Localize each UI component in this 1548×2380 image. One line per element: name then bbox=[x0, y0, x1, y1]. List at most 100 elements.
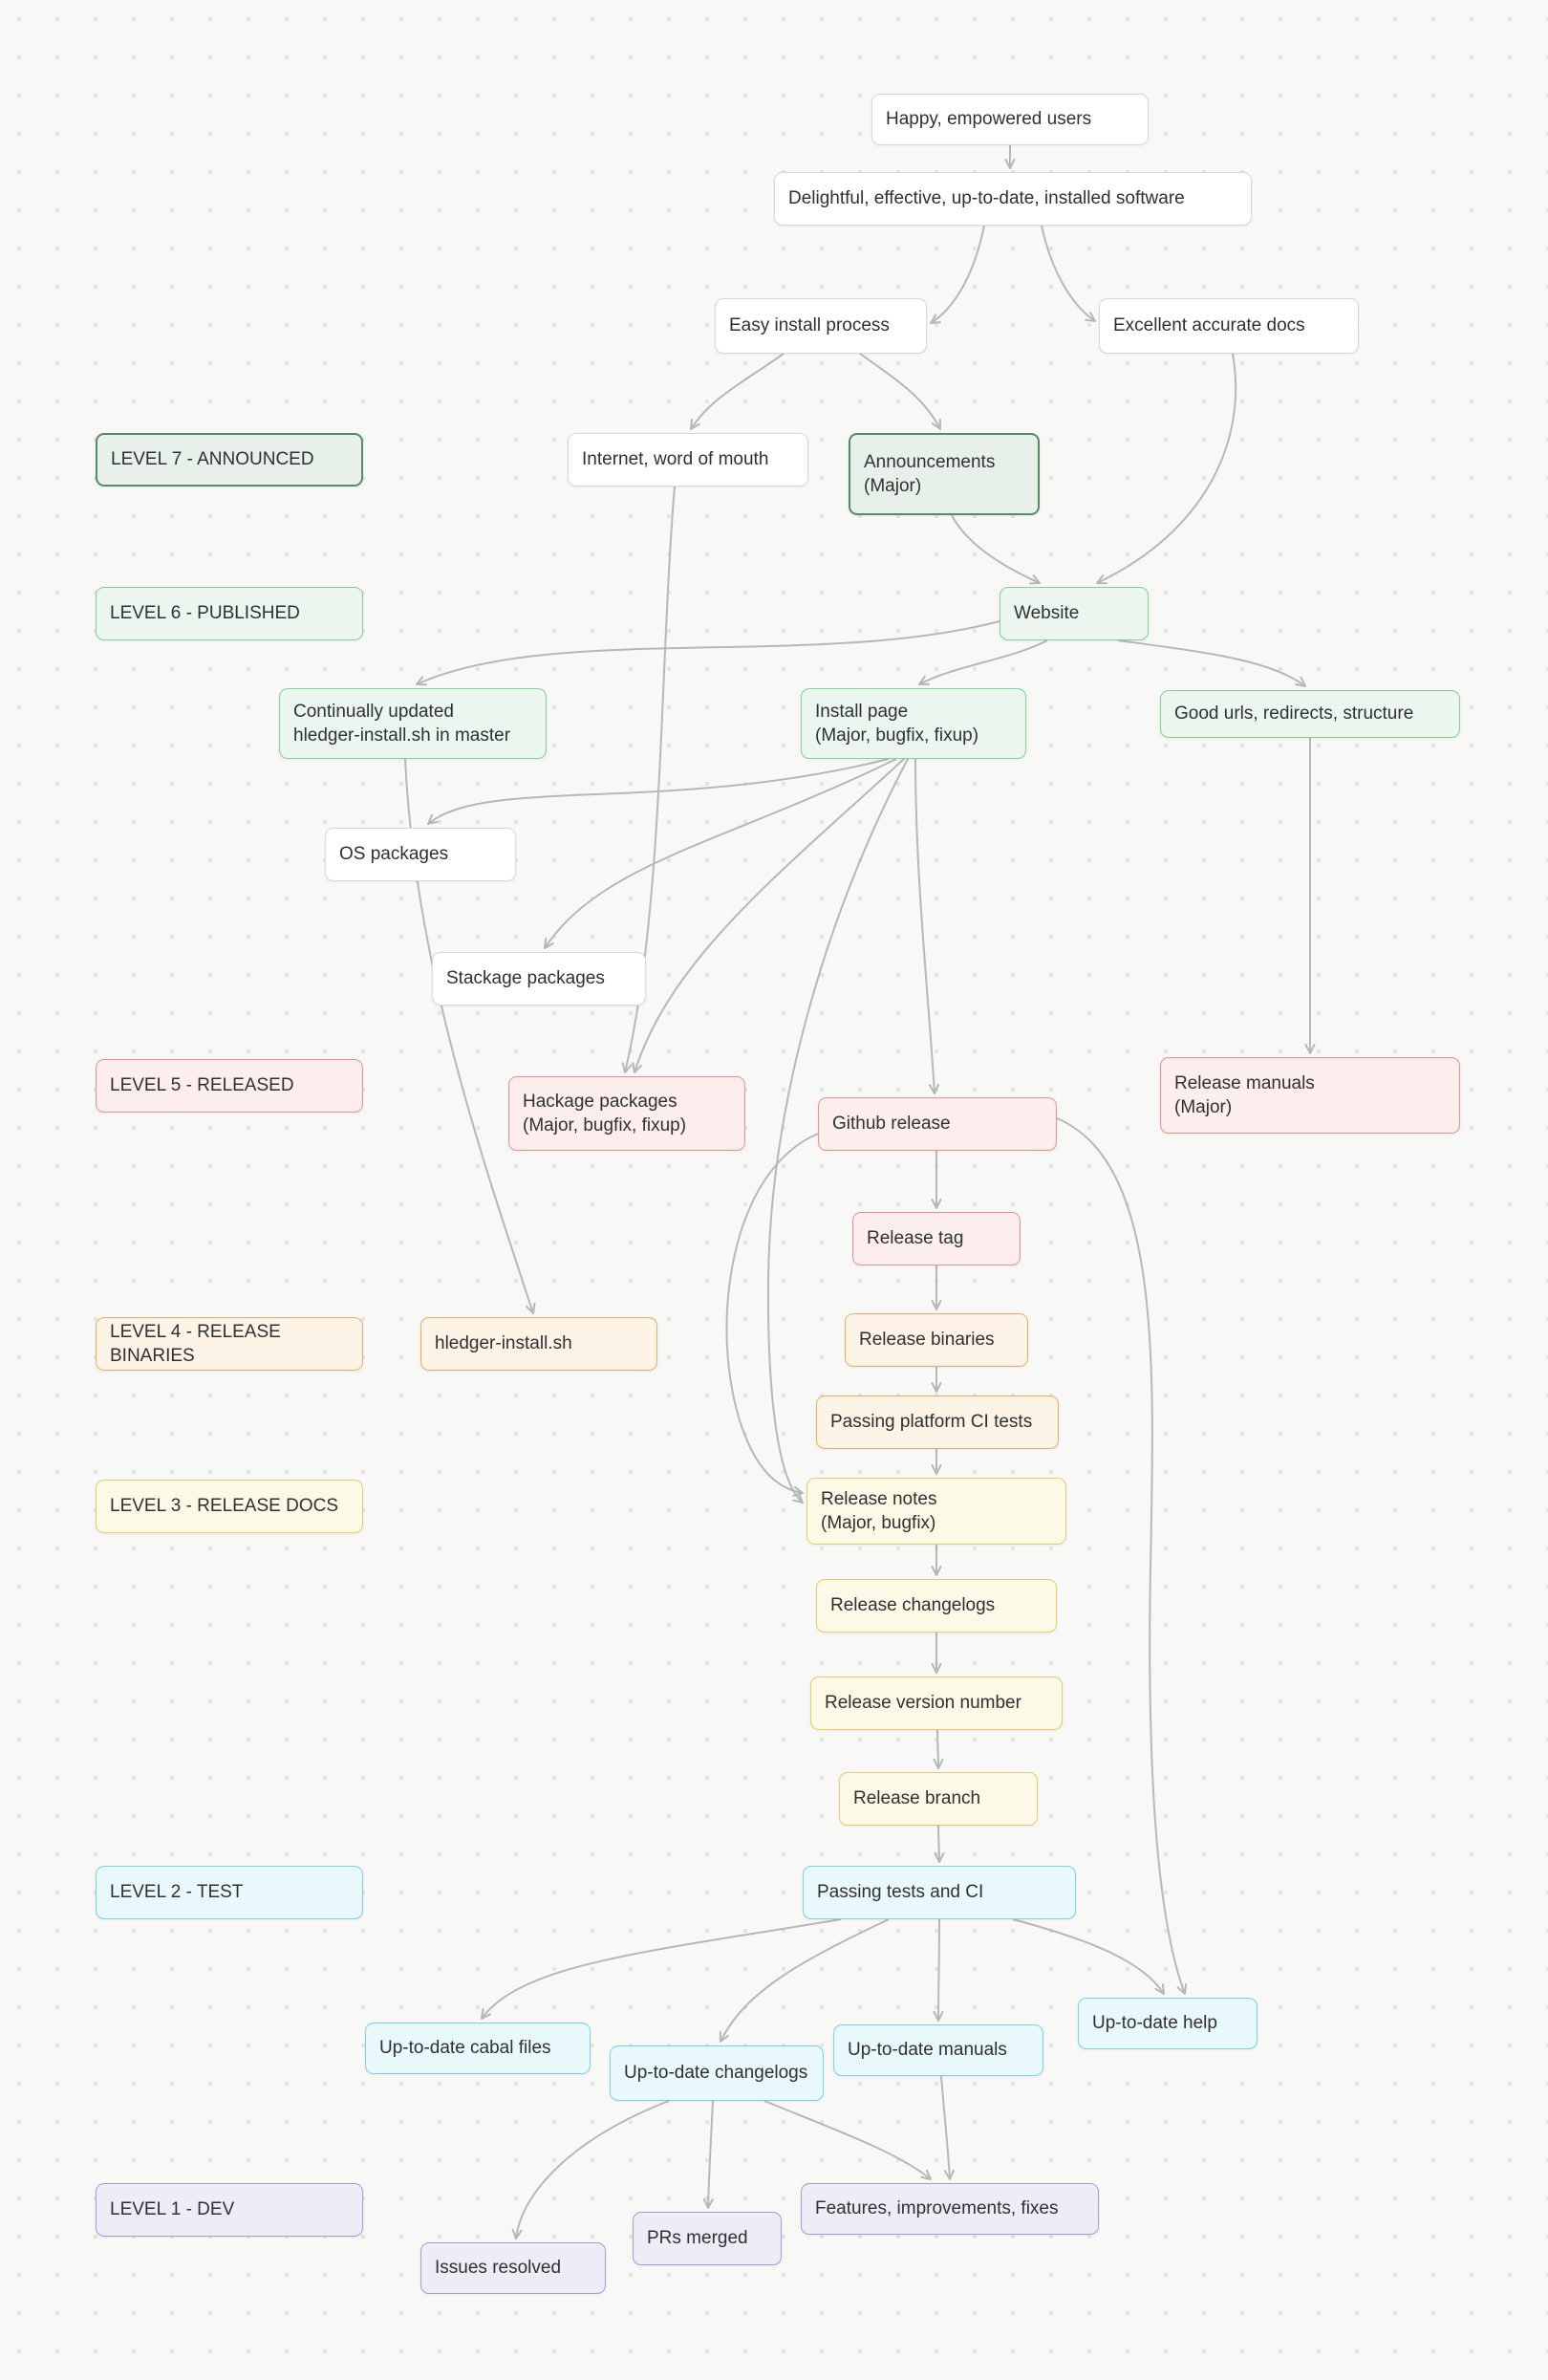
node-excellent-accurate-docs: Excellent accurate docs bbox=[1099, 298, 1359, 354]
node-label: Up-to-date help bbox=[1092, 2013, 1217, 2034]
node-features-improvements-fixes: Features, improvements, fixes bbox=[801, 2183, 1099, 2235]
node-github-release: Github release bbox=[818, 1097, 1057, 1151]
node-label: Release version number bbox=[825, 1693, 1021, 1714]
node-good-urls: Good urls, redirects, structure bbox=[1160, 690, 1460, 738]
level-label: LEVEL 2 - TEST bbox=[110, 1882, 244, 1903]
node-label: OS packages bbox=[339, 844, 449, 865]
edge-github-release-to-release-notes bbox=[725, 1133, 819, 1497]
node-label: Release changelogs bbox=[830, 1595, 996, 1616]
node-website: Website bbox=[1000, 587, 1149, 640]
level-label: LEVEL 5 - RELEASED bbox=[110, 1075, 294, 1096]
edge-passing-tests-ci-to-up-to-date-manuals bbox=[933, 1918, 944, 2022]
node-delightful-software: Delightful, effective, up-to-date, insta… bbox=[774, 172, 1252, 226]
level-label: LEVEL 6 - PUBLISHED bbox=[110, 603, 300, 624]
node-label: Internet, word of mouth bbox=[582, 449, 769, 470]
node-up-to-date-help: Up-to-date help bbox=[1078, 1998, 1258, 2049]
edge-up-to-date-changelogs-to-prs-merged bbox=[702, 2100, 714, 2209]
node-prs-merged: PRs merged bbox=[633, 2212, 782, 2265]
node-release-tag: Release tag bbox=[852, 1212, 1021, 1266]
node-happy-users: Happy, empowered users bbox=[871, 94, 1149, 145]
node-issues-resolved: Issues resolved bbox=[420, 2242, 606, 2294]
node-label: Passing platform CI tests bbox=[830, 1412, 1033, 1433]
node-release-notes: Release notes (Major, bugfix) bbox=[806, 1478, 1066, 1545]
node-label: Good urls, redirects, structure bbox=[1174, 703, 1414, 725]
edge-delightful-software-to-excellent-accurate-docs bbox=[1041, 225, 1096, 322]
node-label: Install page (Major, bugfix, fixup) bbox=[815, 701, 979, 746]
edge-install-page-to-stackage-packages bbox=[544, 758, 897, 949]
node-label: Up-to-date changelogs bbox=[624, 2063, 808, 2084]
level-label-6-published: LEVEL 6 - PUBLISHED bbox=[96, 587, 363, 640]
edge-up-to-date-changelogs-to-features-improvements-fixes bbox=[763, 2100, 932, 2180]
node-passing-platform-ci: Passing platform CI tests bbox=[816, 1396, 1059, 1449]
level-label: LEVEL 3 - RELEASE DOCS bbox=[110, 1496, 339, 1517]
edge-delightful-software-to-easy-install-process bbox=[930, 225, 985, 324]
node-release-version-number: Release version number bbox=[810, 1677, 1063, 1730]
node-release-binaries: Release binaries bbox=[845, 1313, 1028, 1367]
edge-install-page-to-github-release bbox=[914, 758, 939, 1094]
node-release-changelogs: Release changelogs bbox=[816, 1579, 1057, 1633]
level-label: LEVEL 1 - DEV bbox=[110, 2199, 235, 2220]
level-label: LEVEL 7 - ANNOUNCED bbox=[111, 449, 314, 470]
edge-install-page-to-hackage-packages bbox=[632, 758, 905, 1073]
level-label-5-released: LEVEL 5 - RELEASED bbox=[96, 1059, 363, 1113]
level-label-4-release-binaries: LEVEL 4 - RELEASE BINARIES bbox=[96, 1317, 363, 1371]
node-announcements: Announcements (Major) bbox=[849, 433, 1040, 515]
node-up-to-date-manuals: Up-to-date manuals bbox=[833, 2024, 1043, 2076]
node-label: Passing tests and CI bbox=[817, 1882, 984, 1903]
level-label-1-dev: LEVEL 1 - DEV bbox=[96, 2183, 363, 2237]
edge-easy-install-process-to-internet-word-of-mouth bbox=[690, 353, 785, 430]
level-label-7-announced: LEVEL 7 - ANNOUNCED bbox=[96, 433, 363, 487]
node-label: Issues resolved bbox=[435, 2258, 562, 2279]
node-label: PRs merged bbox=[647, 2228, 748, 2249]
node-easy-install-process: Easy install process bbox=[715, 298, 927, 354]
edge-passing-tests-ci-to-up-to-date-help bbox=[1012, 1918, 1165, 1995]
edge-release-version-number-to-release-branch bbox=[933, 1729, 944, 1769]
node-label: Website bbox=[1014, 603, 1080, 624]
node-label: Announcements (Major) bbox=[864, 451, 996, 496]
node-label: Hackage packages (Major, bugfix, fixup) bbox=[523, 1091, 687, 1136]
node-label: Release notes (Major, bugfix) bbox=[821, 1488, 937, 1533]
node-label: Happy, empowered users bbox=[886, 109, 1092, 130]
level-label-3-release-docs: LEVEL 3 - RELEASE DOCS bbox=[96, 1480, 363, 1533]
edge-website-to-good-urls bbox=[1117, 639, 1306, 687]
node-stackage-packages: Stackage packages bbox=[432, 952, 646, 1006]
edge-website-to-install-page bbox=[918, 639, 1048, 685]
level-label: LEVEL 4 - RELEASE BINARIES bbox=[110, 1321, 281, 1366]
edge-up-to-date-manuals-to-features-improvements-fixes bbox=[940, 2075, 955, 2180]
level-label-2-test: LEVEL 2 - TEST bbox=[96, 1866, 363, 1919]
edge-easy-install-process-to-announcements bbox=[859, 353, 941, 430]
node-hledger-install-sh: hledger-install.sh bbox=[420, 1317, 657, 1371]
node-label: Continually updated hledger-install.sh i… bbox=[293, 701, 511, 746]
edge-passing-tests-ci-to-up-to-date-changelogs bbox=[719, 1918, 890, 2043]
node-label: Up-to-date manuals bbox=[848, 2040, 1007, 2061]
edge-passing-tests-ci-to-up-to-date-cabal-files bbox=[481, 1918, 842, 2020]
node-continually-updated-install: Continually updated hledger-install.sh i… bbox=[279, 688, 547, 759]
node-label: Up-to-date cabal files bbox=[379, 2038, 551, 2059]
node-label: Github release bbox=[832, 1114, 951, 1135]
edge-install-page-to-release-notes bbox=[766, 758, 909, 1504]
node-internet-word-of-mouth: Internet, word of mouth bbox=[568, 433, 808, 487]
node-up-to-date-changelogs: Up-to-date changelogs bbox=[610, 2045, 824, 2101]
node-os-packages: OS packages bbox=[325, 828, 516, 881]
node-label: Features, improvements, fixes bbox=[815, 2198, 1059, 2219]
edge-install-page-to-os-packages bbox=[427, 758, 890, 825]
node-label: hledger-install.sh bbox=[435, 1333, 572, 1354]
node-install-page: Install page (Major, bugfix, fixup) bbox=[801, 688, 1026, 759]
node-up-to-date-cabal-files: Up-to-date cabal files bbox=[365, 2023, 591, 2074]
node-passing-tests-ci: Passing tests and CI bbox=[803, 1866, 1076, 1919]
node-label: Release manuals (Major) bbox=[1174, 1072, 1315, 1117]
node-release-manuals: Release manuals (Major) bbox=[1160, 1057, 1460, 1134]
edge-excellent-accurate-docs-to-website bbox=[1096, 353, 1237, 585]
edge-github-release-to-up-to-date-help bbox=[1056, 1117, 1188, 1995]
node-label: Stackage packages bbox=[446, 968, 605, 989]
node-release-branch: Release branch bbox=[839, 1772, 1038, 1826]
node-label: Easy install process bbox=[729, 315, 890, 336]
node-label: Delightful, effective, up-to-date, insta… bbox=[788, 188, 1185, 209]
node-label: Release binaries bbox=[859, 1330, 995, 1351]
edge-release-branch-to-passing-tests-ci bbox=[934, 1825, 945, 1863]
node-label: Release branch bbox=[853, 1788, 981, 1809]
edge-announcements-to-website bbox=[951, 514, 1041, 585]
node-label: Excellent accurate docs bbox=[1113, 315, 1305, 336]
